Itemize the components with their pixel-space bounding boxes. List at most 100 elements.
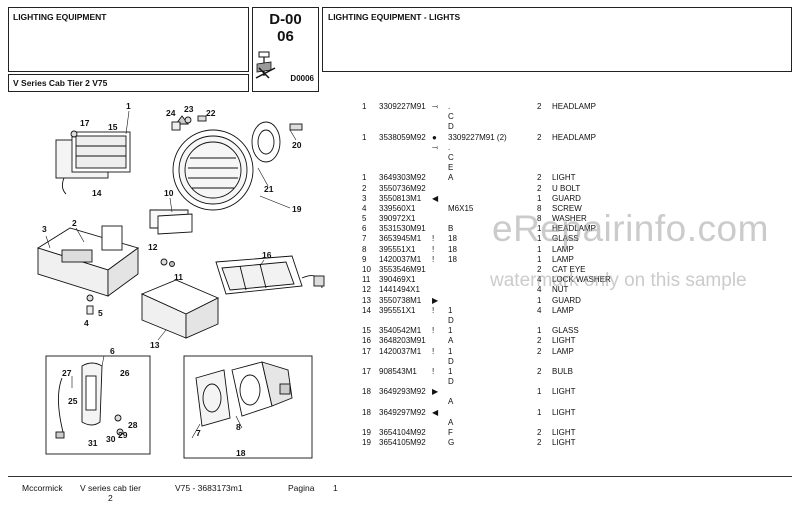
parts-desc: GUARD xyxy=(552,295,581,305)
parts-item: 12 xyxy=(362,285,371,295)
parts-item: 7 xyxy=(362,234,367,244)
parts-desc: LIGHT xyxy=(552,428,576,437)
callout-18: 18 xyxy=(236,448,246,458)
parts-part: 3648203M91 xyxy=(379,336,426,346)
model-title: V Series Cab Tier 2 V75 xyxy=(13,78,108,88)
callout-31: 31 xyxy=(88,438,98,448)
callout-22: 22 xyxy=(206,108,216,118)
parts-part: 395551X1 xyxy=(379,305,416,315)
parts-item: 14 xyxy=(362,305,371,315)
parts-var: E xyxy=(448,163,454,173)
parts-desc: LAMP xyxy=(552,346,574,356)
fasteners-shape xyxy=(86,116,192,315)
parts-qty: 2 xyxy=(537,428,542,437)
parts-item: 18 xyxy=(362,407,371,417)
parts-var: D xyxy=(448,377,454,387)
model-title-box: V Series Cab Tier 2 V75 xyxy=(8,74,249,92)
parts-desc: HEADLAMP xyxy=(552,132,597,142)
parts-var: 1 xyxy=(448,305,453,315)
parts-item: 13 xyxy=(362,295,371,305)
parts-desc: LIGHT xyxy=(552,438,576,448)
parts-part: 3649303M92 xyxy=(379,173,426,183)
parts-part: 395551X1 xyxy=(379,244,416,254)
footer-brand: Mccormick xyxy=(22,483,63,493)
parts-qty: 2 xyxy=(537,438,542,448)
callout-17: 17 xyxy=(80,118,90,128)
parts-part: 3550738M1 xyxy=(379,295,422,305)
parts-var: A xyxy=(448,173,454,183)
work-lamp-shape xyxy=(55,130,131,195)
parts-var: 1 xyxy=(448,326,453,336)
parts-qty: 4 xyxy=(537,305,542,315)
detail-frame-lamp xyxy=(45,355,151,455)
parts-desc: LIGHT xyxy=(552,387,576,397)
parts-var: M6X15 xyxy=(448,203,474,213)
callout-21: 21 xyxy=(264,184,274,194)
parts-item: 16 xyxy=(362,336,371,346)
guard-bracket-shape xyxy=(36,225,139,297)
parts-part: 1420037M1 xyxy=(379,254,422,264)
parts-item: 1 xyxy=(362,132,367,142)
parts-part: 3553546M91 xyxy=(379,265,426,274)
parts-var: D xyxy=(448,122,454,132)
side-lamp-shape xyxy=(55,362,124,439)
section-code: D-00 xyxy=(269,11,302,28)
exploded-parts-diagram: 1 2 3 4 5 6 7 8 10 11 12 13 14 15 16 17 … xyxy=(36,101,325,459)
parts-row: ⤙. xyxy=(362,143,792,153)
callout-3: 3 xyxy=(42,224,47,234)
parts-qty: 8 xyxy=(537,214,542,224)
parts-row: D xyxy=(362,377,792,387)
parts-part: 3654104M92 xyxy=(379,428,426,437)
page-title: LIGHTING EQUIPMENT - LIGHTS xyxy=(328,12,461,22)
parts-desc: WASHER xyxy=(552,214,587,224)
parts-item: 3 xyxy=(362,193,367,203)
parts-desc: GUARD xyxy=(552,193,581,203)
parts-item: 15 xyxy=(362,326,371,336)
parts-sym: ⤙ xyxy=(432,142,439,152)
parts-desc: LIGHT xyxy=(552,336,576,346)
callout-8: 8 xyxy=(236,422,241,432)
parts-sym: ! xyxy=(432,244,435,254)
parts-qty: 1 xyxy=(537,326,542,336)
parts-sym: ! xyxy=(432,234,435,244)
parts-qty: 2 xyxy=(537,132,542,142)
section-title-box: LIGHTING EQUIPMENT xyxy=(8,7,249,72)
parts-var: 18 xyxy=(448,244,457,254)
parts-qty: 1 xyxy=(537,244,542,254)
parts-qty: 1 xyxy=(537,234,542,244)
parts-sym: ◀ xyxy=(432,407,439,417)
parts-item: 6 xyxy=(362,224,367,234)
parts-part: 3649293M92 xyxy=(379,387,426,397)
parts-part: 3309227M91 xyxy=(379,102,426,111)
tail-light-shape xyxy=(215,255,325,295)
parts-desc: HEADLAMP xyxy=(552,224,597,234)
callout-5: 5 xyxy=(98,308,103,318)
parts-sym: ! xyxy=(432,254,435,264)
parts-var: 18 xyxy=(448,234,457,244)
callout-labels: 1 2 3 4 5 6 7 8 10 11 12 13 14 15 16 17 … xyxy=(42,101,302,458)
parts-var: 1 xyxy=(448,346,453,356)
parts-item: 19 xyxy=(362,428,371,437)
parts-var: D xyxy=(448,315,454,325)
parts-row: A xyxy=(362,397,792,407)
headlamp-shape xyxy=(172,115,303,211)
parts-desc: GLASS xyxy=(552,326,579,336)
callout-29: 29 xyxy=(118,430,128,440)
parts-sym: ◀ xyxy=(432,193,439,203)
parts-qty: 1 xyxy=(537,407,542,417)
parts-part: 3649297M92 xyxy=(379,407,426,417)
parts-item: 8 xyxy=(362,244,367,254)
parts-var: A xyxy=(448,397,454,407)
